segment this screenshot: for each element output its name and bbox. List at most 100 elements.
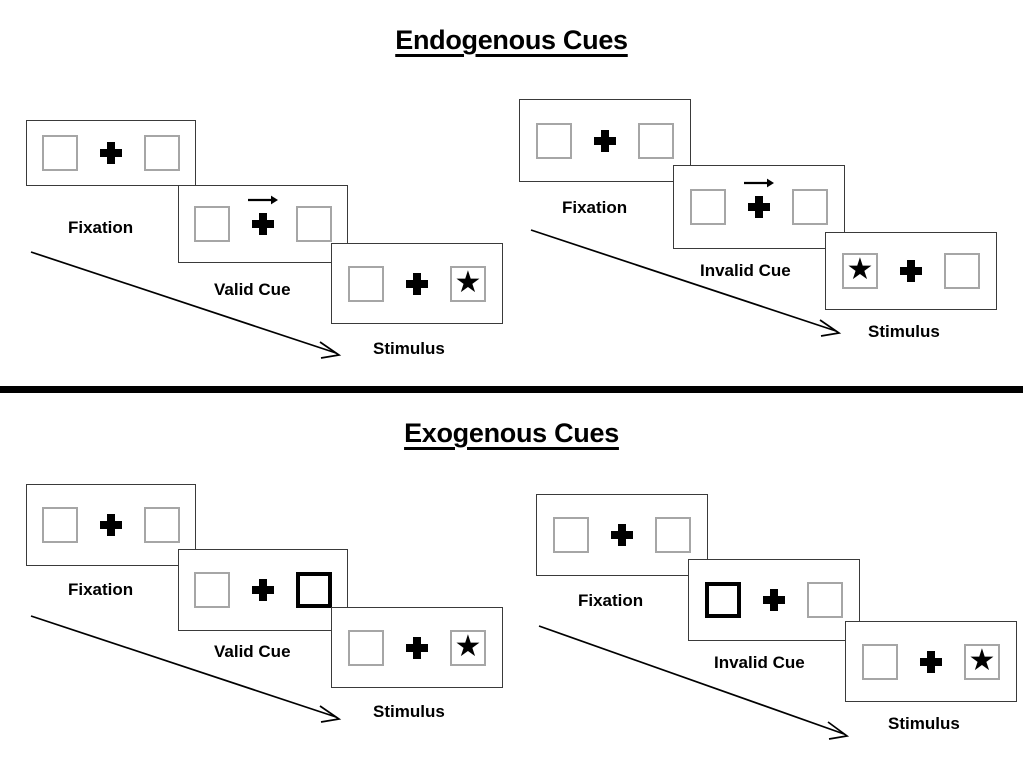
label-endo-valid-cue: Valid Cue xyxy=(214,280,291,299)
panel-content xyxy=(42,135,180,171)
spacer xyxy=(726,207,748,208)
spacer xyxy=(384,283,406,284)
spacer xyxy=(785,600,807,601)
label-exo-valid-cue: Valid Cue xyxy=(214,642,291,661)
panel-endo-invalid-stimulus[interactable]: ★ xyxy=(825,232,997,310)
panel-endo-valid-stimulus[interactable]: ★ xyxy=(331,243,503,324)
spacer xyxy=(589,535,611,536)
left-box[interactable] xyxy=(348,629,384,666)
cue-arrow-right-icon xyxy=(744,178,774,188)
spacer xyxy=(78,525,100,526)
panel-exo-invalid-stimulus[interactable]: ★ xyxy=(845,621,1017,702)
right-box[interactable]: ★ xyxy=(964,643,1000,680)
left-box[interactable] xyxy=(862,643,898,680)
star-icon: ★ xyxy=(454,629,482,663)
right-box[interactable] xyxy=(807,582,843,618)
cue-arrow-right-icon xyxy=(248,195,278,205)
right-box[interactable] xyxy=(638,122,674,159)
panel-content xyxy=(194,195,332,242)
right-box[interactable] xyxy=(944,253,980,289)
panel-exo-valid-fixation[interactable] xyxy=(26,484,196,566)
fixation-cross-icon xyxy=(748,196,770,218)
fixation-cross-icon xyxy=(763,589,785,611)
right-box[interactable]: ★ xyxy=(450,265,486,302)
panel-exo-invalid-cue[interactable] xyxy=(688,559,860,641)
endo-valid-time-arrow xyxy=(30,251,342,359)
right-box[interactable]: ★ xyxy=(450,629,486,666)
right-box[interactable] xyxy=(655,517,691,553)
panel-endo-invalid-fixation[interactable] xyxy=(519,99,691,182)
label-exo-invalid-cue: Invalid Cue xyxy=(714,653,805,672)
center-stack xyxy=(252,579,274,601)
panel-endo-valid-fixation[interactable] xyxy=(26,120,196,186)
panel-content xyxy=(536,122,674,159)
spacer xyxy=(572,140,594,141)
left-box[interactable]: ★ xyxy=(842,253,878,289)
left-box-cued[interactable] xyxy=(705,582,741,618)
label-endo-invalid-fixation: Fixation xyxy=(562,198,628,217)
center-stack xyxy=(100,514,122,536)
left-box[interactable] xyxy=(42,135,78,171)
fixation-cross-icon xyxy=(611,524,633,546)
panel-exo-invalid-fixation[interactable] xyxy=(536,494,708,576)
star-icon: ★ xyxy=(846,253,874,286)
exo-valid-time-arrow xyxy=(30,615,342,723)
star-icon: ★ xyxy=(968,643,996,677)
spacer xyxy=(428,283,450,284)
center-stack xyxy=(406,636,428,659)
right-box[interactable] xyxy=(144,507,180,543)
panel-exo-valid-stimulus[interactable]: ★ xyxy=(331,607,503,688)
right-box[interactable] xyxy=(296,206,332,242)
exogenous-section-title: Exogenous Cues xyxy=(404,418,619,448)
spacer xyxy=(230,224,252,225)
spacer xyxy=(878,271,900,272)
exo-invalid-time-arrow xyxy=(538,625,850,740)
panel-content xyxy=(690,178,828,225)
center-stack xyxy=(406,272,428,295)
label-exo-valid-fixation: Fixation xyxy=(68,580,134,599)
spacer xyxy=(633,535,655,536)
spacer xyxy=(230,590,252,591)
spacer xyxy=(122,525,144,526)
panel-exo-valid-cue[interactable] xyxy=(178,549,348,631)
panel-content: ★ xyxy=(842,253,980,289)
right-box[interactable] xyxy=(144,135,180,171)
left-box[interactable] xyxy=(194,206,230,242)
fixation-cross-icon xyxy=(406,636,428,659)
panel-content xyxy=(194,572,332,608)
left-box[interactable] xyxy=(553,517,589,553)
fixation-cross-icon xyxy=(406,272,428,295)
fixation-cross-icon xyxy=(252,213,274,235)
panel-content: ★ xyxy=(348,629,486,666)
left-box[interactable] xyxy=(194,572,230,608)
spacer xyxy=(384,647,406,648)
spacer xyxy=(428,647,450,648)
left-box[interactable] xyxy=(536,122,572,159)
right-box-cued[interactable] xyxy=(296,572,332,608)
label-endo-valid-stimulus: Stimulus xyxy=(373,339,445,358)
section-divider xyxy=(0,386,1023,393)
spacer xyxy=(942,661,964,662)
panel-endo-invalid-cue[interactable] xyxy=(673,165,845,249)
panel-content: ★ xyxy=(348,265,486,302)
center-stack xyxy=(248,195,278,235)
fixation-cross-icon xyxy=(920,650,942,673)
panel-content xyxy=(705,582,843,618)
right-box[interactable] xyxy=(792,189,828,225)
fixation-cross-icon xyxy=(594,129,616,152)
fixation-cross-icon xyxy=(900,260,922,282)
center-stack xyxy=(100,142,122,164)
fixation-cross-icon xyxy=(100,514,122,536)
left-box[interactable] xyxy=(690,189,726,225)
panel-endo-valid-cue[interactable] xyxy=(178,185,348,263)
label-endo-valid-fixation: Fixation xyxy=(68,218,134,237)
spacer xyxy=(122,153,144,154)
center-stack xyxy=(594,129,616,152)
label-exo-invalid-fixation: Fixation xyxy=(578,591,644,610)
spacer xyxy=(770,207,792,208)
label-exo-valid-stimulus: Stimulus xyxy=(373,702,445,721)
label-endo-invalid-cue: Invalid Cue xyxy=(700,261,791,280)
label-endo-invalid-stimulus: Stimulus xyxy=(868,322,940,341)
left-box[interactable] xyxy=(348,265,384,302)
left-box[interactable] xyxy=(42,507,78,543)
